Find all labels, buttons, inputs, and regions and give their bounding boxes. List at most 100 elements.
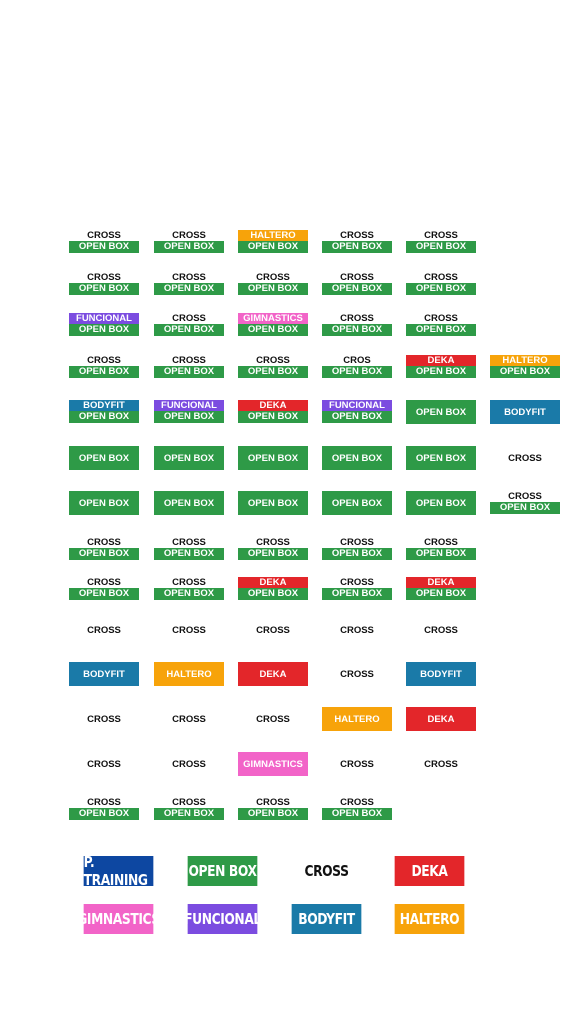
schedule-slot-r12-c0[interactable]: CROSS — [69, 752, 139, 776]
schedule-slot-r12-c1[interactable]: CROSS — [154, 752, 224, 776]
class-tag-cross: CROSS — [172, 624, 206, 636]
schedule-slot-r10-c2[interactable]: DEKA — [238, 662, 308, 686]
class-tag-open-box: OPEN BOX — [238, 241, 308, 253]
schedule-slot-r12-c2[interactable]: GIMNASTICS — [238, 752, 308, 776]
schedule-slot-r4-c5[interactable]: BODYFIT — [490, 400, 560, 424]
class-tag-open-box: OPEN BOX — [238, 588, 308, 600]
class-tag-cross: CROSS — [256, 713, 290, 725]
schedule-slot-r11-c3[interactable]: HALTERO — [322, 707, 392, 731]
schedule-slot-r11-c4[interactable]: DEKA — [406, 707, 476, 731]
schedule-slot-r9-c1[interactable]: CROSS — [154, 618, 224, 642]
class-tag-open-box: OPEN BOX — [238, 411, 308, 423]
schedule-slot-r11-c1[interactable]: CROSS — [154, 707, 224, 731]
schedule-slot-r6-c2[interactable]: OPEN BOX — [238, 491, 308, 515]
legend-cross: CROSS — [304, 862, 349, 880]
schedule-slot-r11-c0[interactable]: CROSS — [69, 707, 139, 731]
class-tag-cross: CROSS — [340, 230, 374, 241]
schedule-slot-r6-c0[interactable]: OPEN BOX — [69, 491, 139, 515]
class-tag-open-box: OPEN BOX — [406, 324, 476, 336]
class-tag-open-box: OPEN BOX — [69, 588, 139, 600]
schedule-slot-r6-c1[interactable]: OPEN BOX — [154, 491, 224, 515]
schedule-slot-r10-c3[interactable]: CROSS — [322, 662, 392, 686]
schedule-slot-r11-c2[interactable]: CROSS — [238, 707, 308, 731]
class-tag-cross: CROSS — [172, 758, 206, 770]
schedule-slot-r5-c0[interactable]: OPEN BOX — [69, 446, 139, 470]
class-tag-haltero: HALTERO — [154, 662, 224, 686]
class-tag-cross: CROSS — [87, 355, 121, 366]
schedule-slot-r9-c4[interactable]: CROSS — [406, 618, 476, 642]
legend-haltero: HALTERO — [394, 904, 465, 934]
schedule-slot-r5-c5[interactable]: CROSS — [490, 446, 560, 470]
schedule-slot-r12-c3[interactable]: CROSS — [322, 752, 392, 776]
class-tag-open-box: OPEN BOX — [490, 502, 560, 514]
schedule-slot-r5-c3[interactable]: OPEN BOX — [322, 446, 392, 470]
class-tag-cross: CROSS — [87, 272, 121, 283]
class-tag-cross: CROSS — [340, 537, 374, 548]
legend-bodyfit: BODYFIT — [291, 904, 362, 934]
class-tag-cross: CROSS — [87, 624, 121, 636]
class-tag-gimnastics: GIMNASTICS — [238, 752, 308, 776]
legend-p-training: P. TRAINING — [83, 853, 154, 889]
schedule-slot-r5-c1[interactable]: OPEN BOX — [154, 446, 224, 470]
schedule-slot-r5-c2[interactable]: OPEN BOX — [238, 446, 308, 470]
schedule-slot-r4-c4[interactable]: OPEN BOX — [406, 400, 476, 424]
class-tag-cross: CROSS — [508, 452, 542, 464]
class-tag-cross: CROSS — [256, 355, 290, 366]
class-tag-funcional: FUNCIONAL — [154, 400, 224, 411]
schedule-slot-r12-c4[interactable]: CROSS — [406, 752, 476, 776]
schedule-slot-r9-c2[interactable]: CROSS — [238, 618, 308, 642]
schedule-slot-r9-c3[interactable]: CROSS — [322, 618, 392, 642]
schedule-slot-r6-c3[interactable]: OPEN BOX — [322, 491, 392, 515]
class-tag-open-box: OPEN BOX — [154, 548, 224, 560]
class-tag-cross: CROSS — [340, 272, 374, 283]
schedule-slot-r6-c4[interactable]: OPEN BOX — [406, 491, 476, 515]
schedule-slot-r9-c0[interactable]: CROSS — [69, 618, 139, 642]
schedule-slot-r10-c0[interactable]: BODYFIT — [69, 662, 139, 686]
schedule-slot-r10-c1[interactable]: HALTERO — [154, 662, 224, 686]
schedule-slot-r5-c4[interactable]: OPEN BOX — [406, 446, 476, 470]
class-tag-cross: CROSS — [424, 272, 458, 283]
class-tag-funcional: FUNCIONAL — [322, 400, 392, 411]
schedule-slot-r10-c4[interactable]: BODYFIT — [406, 662, 476, 686]
